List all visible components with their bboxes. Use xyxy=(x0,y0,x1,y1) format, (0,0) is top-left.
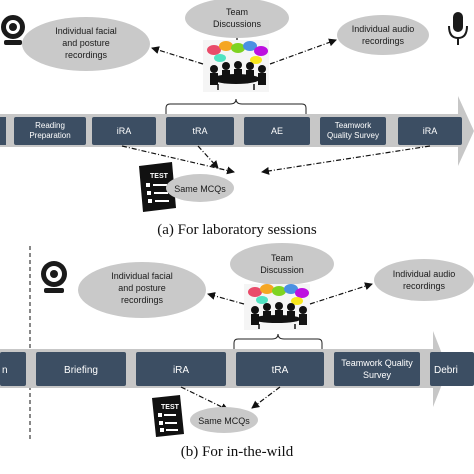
ellipse-line2: Discussions xyxy=(213,19,262,29)
caption-wild: (b) For in-the-wild xyxy=(181,444,294,460)
facial-recordings-ellipse: Individual facial and posture recordings xyxy=(78,262,206,318)
step-teamwork-survey: Teamwork Quality Survey xyxy=(334,352,420,386)
ellipse-line3: recordings xyxy=(121,295,164,305)
connectors-wild xyxy=(180,282,373,411)
ellipse-line2: recordings xyxy=(403,281,446,291)
step-debriefing: Debri xyxy=(430,352,474,386)
ellipse-line1: Individual audio xyxy=(352,24,415,34)
ellipse-line2: and posture xyxy=(62,38,110,48)
team-meeting-icon xyxy=(244,284,310,330)
step-label: AE xyxy=(271,126,283,136)
brace-wild xyxy=(233,333,323,349)
same-mcqs-ellipse: Same MCQs xyxy=(190,407,258,433)
step-label-line1: Reading xyxy=(35,121,65,130)
ellipse-line2: Discussion xyxy=(260,265,304,275)
step-briefing: Briefing xyxy=(36,352,126,386)
step-ira: iRA xyxy=(136,352,226,386)
audio-recordings-ellipse: Individual audio recordings xyxy=(337,15,429,55)
step-label-line2: Preparation xyxy=(29,131,70,140)
step-label: iRA xyxy=(117,126,132,136)
test-sheet-icon: TEST xyxy=(139,162,176,212)
step-tra: tRA xyxy=(166,117,234,145)
test-sheet-icon: TEST xyxy=(152,395,184,437)
step-ira-2: iRA xyxy=(398,117,462,145)
ellipse-line1: Individual audio xyxy=(393,269,456,279)
facial-recordings-ellipse: Individual facial and posture recordings xyxy=(22,17,150,71)
test-label: TEST xyxy=(150,173,169,180)
same-mcqs-ellipse: Same MCQs xyxy=(166,174,234,202)
step-label: tRA xyxy=(192,126,207,136)
step-tra: tRA xyxy=(236,352,324,386)
step-ira-1: iRA xyxy=(92,117,156,145)
audio-recordings-ellipse: Individual audio recordings xyxy=(374,259,474,301)
ellipse-line1: Team xyxy=(226,7,248,17)
step-label: tRA xyxy=(272,365,289,376)
brace-lab xyxy=(165,98,307,114)
step-label: Debri xyxy=(434,365,458,376)
team-meeting-icon xyxy=(203,40,269,92)
ellipse-label: Same MCQs xyxy=(198,416,250,426)
step-label: Briefing xyxy=(64,365,98,376)
step-label-line2: Quality Survey xyxy=(327,131,379,140)
test-label: TEST xyxy=(161,404,180,411)
step-label: iRA xyxy=(173,365,189,376)
timeline-arrow-lab xyxy=(0,96,474,166)
step-label-line1: Teamwork Quality xyxy=(341,358,413,368)
step-label: n xyxy=(2,365,8,376)
microphone-icon xyxy=(448,12,468,45)
caption-lab: (a) For laboratory sessions xyxy=(157,222,317,238)
ellipse-line1: Individual facial xyxy=(55,26,117,36)
ellipse-line2: recordings xyxy=(362,36,405,46)
step-partial-left: n xyxy=(0,352,26,386)
step-ae: AE xyxy=(244,117,310,145)
step-teamwork-survey: Teamwork Quality Survey xyxy=(320,117,386,145)
step-reading-preparation: Reading Preparation xyxy=(0,117,86,145)
ellipse-label: Same MCQs xyxy=(174,184,226,194)
step-label-line2: Survey xyxy=(363,370,392,380)
team-discussion-ellipse: Team Discussion xyxy=(230,243,334,285)
webcam-icon xyxy=(41,261,67,293)
ellipse-line1: Individual facial xyxy=(111,271,173,281)
step-label-line1: Teamwork xyxy=(335,121,372,130)
webcam-icon xyxy=(1,15,25,45)
ellipse-line2: and posture xyxy=(118,283,166,293)
ellipse-line3: recordings xyxy=(65,50,108,60)
step-label: iRA xyxy=(423,126,438,136)
connectors-lab xyxy=(121,38,431,175)
ellipse-line1: Team xyxy=(271,253,293,263)
team-discussions-ellipse: Team Discussions xyxy=(185,0,289,38)
